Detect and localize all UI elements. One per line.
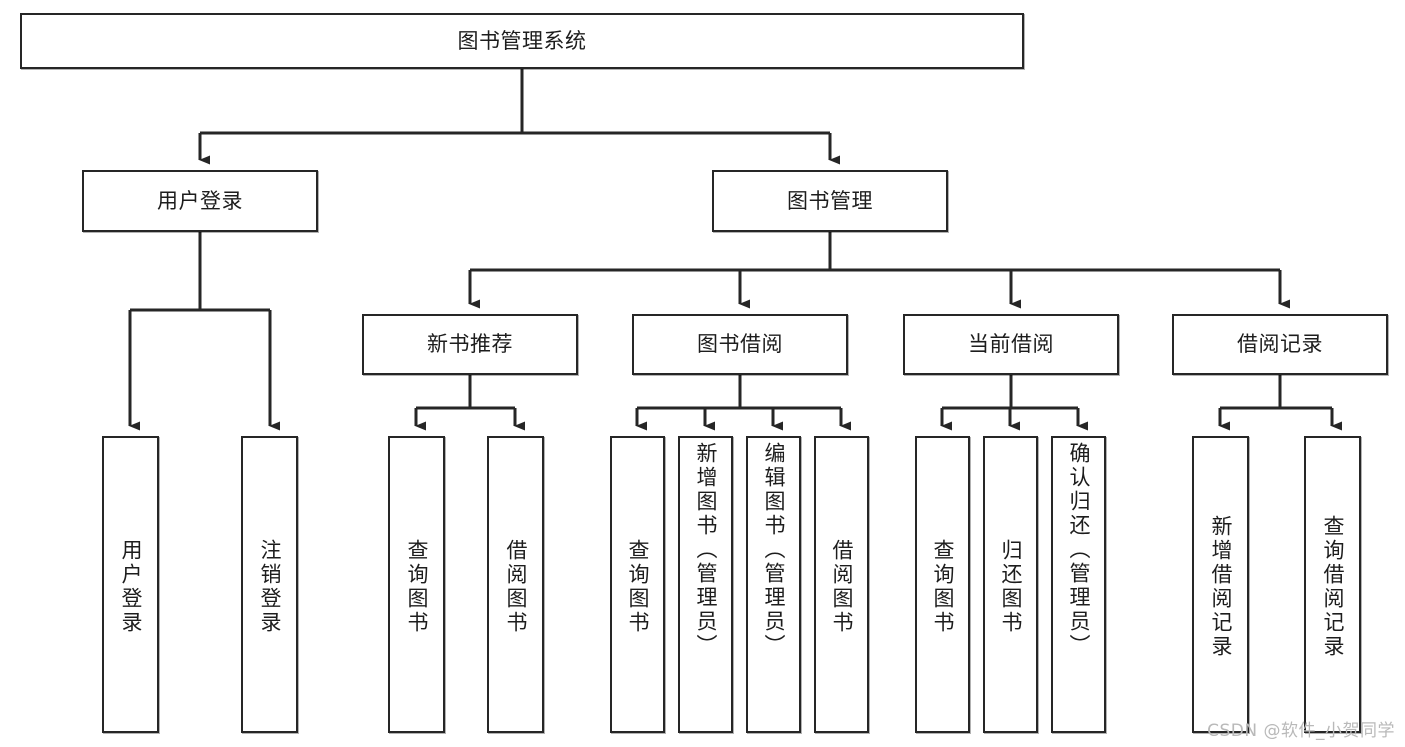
node-leaf-user-logout-label: 注销登录	[258, 538, 282, 635]
node-leaf-add-book-label: 新增图书（管理员）	[694, 442, 718, 658]
node-leaf-query-book-3-label: 查询图书	[931, 538, 955, 635]
node-root-label: 图书管理系统	[457, 28, 587, 53]
node-leaf-query-book-3[interactable]: 查询图书	[915, 436, 970, 733]
node-leaf-add-record-label: 新增借阅记录	[1209, 514, 1233, 659]
node-leaf-borrow-book-2[interactable]: 借阅图书	[814, 436, 869, 733]
node-leaf-add-record[interactable]: 新增借阅记录	[1192, 436, 1249, 733]
node-new-book-rec[interactable]: 新书推荐	[362, 314, 578, 375]
node-borrow-record[interactable]: 借阅记录	[1172, 314, 1388, 375]
node-current-borrow[interactable]: 当前借阅	[903, 314, 1119, 375]
node-book-manage-label: 图书管理	[787, 188, 873, 213]
node-root[interactable]: 图书管理系统	[20, 13, 1024, 69]
node-leaf-edit-book[interactable]: 编辑图书（管理员）	[746, 436, 801, 733]
node-user-login-label: 用户登录	[157, 188, 243, 213]
node-leaf-user-login-label: 用户登录	[119, 538, 143, 635]
csdn-watermark: CSDN @软件_小贺同学	[1207, 721, 1395, 741]
node-leaf-confirm-return-label: 确认归还（管理员）	[1067, 442, 1091, 658]
node-leaf-query-book-2-label: 查询图书	[626, 538, 650, 635]
node-leaf-query-record-label: 查询借阅记录	[1321, 514, 1345, 659]
node-book-borrow[interactable]: 图书借阅	[632, 314, 848, 375]
node-leaf-query-record[interactable]: 查询借阅记录	[1304, 436, 1361, 733]
node-leaf-user-login[interactable]: 用户登录	[102, 436, 159, 733]
node-new-book-rec-label: 新书推荐	[427, 332, 513, 357]
node-leaf-query-book-1-label: 查询图书	[405, 538, 429, 635]
node-user-login[interactable]: 用户登录	[82, 170, 318, 232]
node-book-manage[interactable]: 图书管理	[712, 170, 948, 232]
node-book-borrow-label: 图书借阅	[697, 332, 783, 357]
node-leaf-return-book[interactable]: 归还图书	[983, 436, 1038, 733]
node-leaf-query-book-2[interactable]: 查询图书	[610, 436, 665, 733]
node-current-borrow-label: 当前借阅	[968, 332, 1054, 357]
node-leaf-query-book-1[interactable]: 查询图书	[388, 436, 445, 733]
node-leaf-user-logout[interactable]: 注销登录	[241, 436, 298, 733]
node-leaf-borrow-book-2-label: 借阅图书	[830, 538, 854, 635]
node-leaf-borrow-book-1-label: 借阅图书	[504, 538, 528, 635]
node-leaf-confirm-return[interactable]: 确认归还（管理员）	[1051, 436, 1106, 733]
node-leaf-borrow-book-1[interactable]: 借阅图书	[487, 436, 544, 733]
node-leaf-add-book[interactable]: 新增图书（管理员）	[678, 436, 733, 733]
node-borrow-record-label: 借阅记录	[1237, 332, 1323, 357]
node-leaf-edit-book-label: 编辑图书（管理员）	[762, 442, 786, 658]
node-leaf-return-book-label: 归还图书	[999, 538, 1023, 635]
